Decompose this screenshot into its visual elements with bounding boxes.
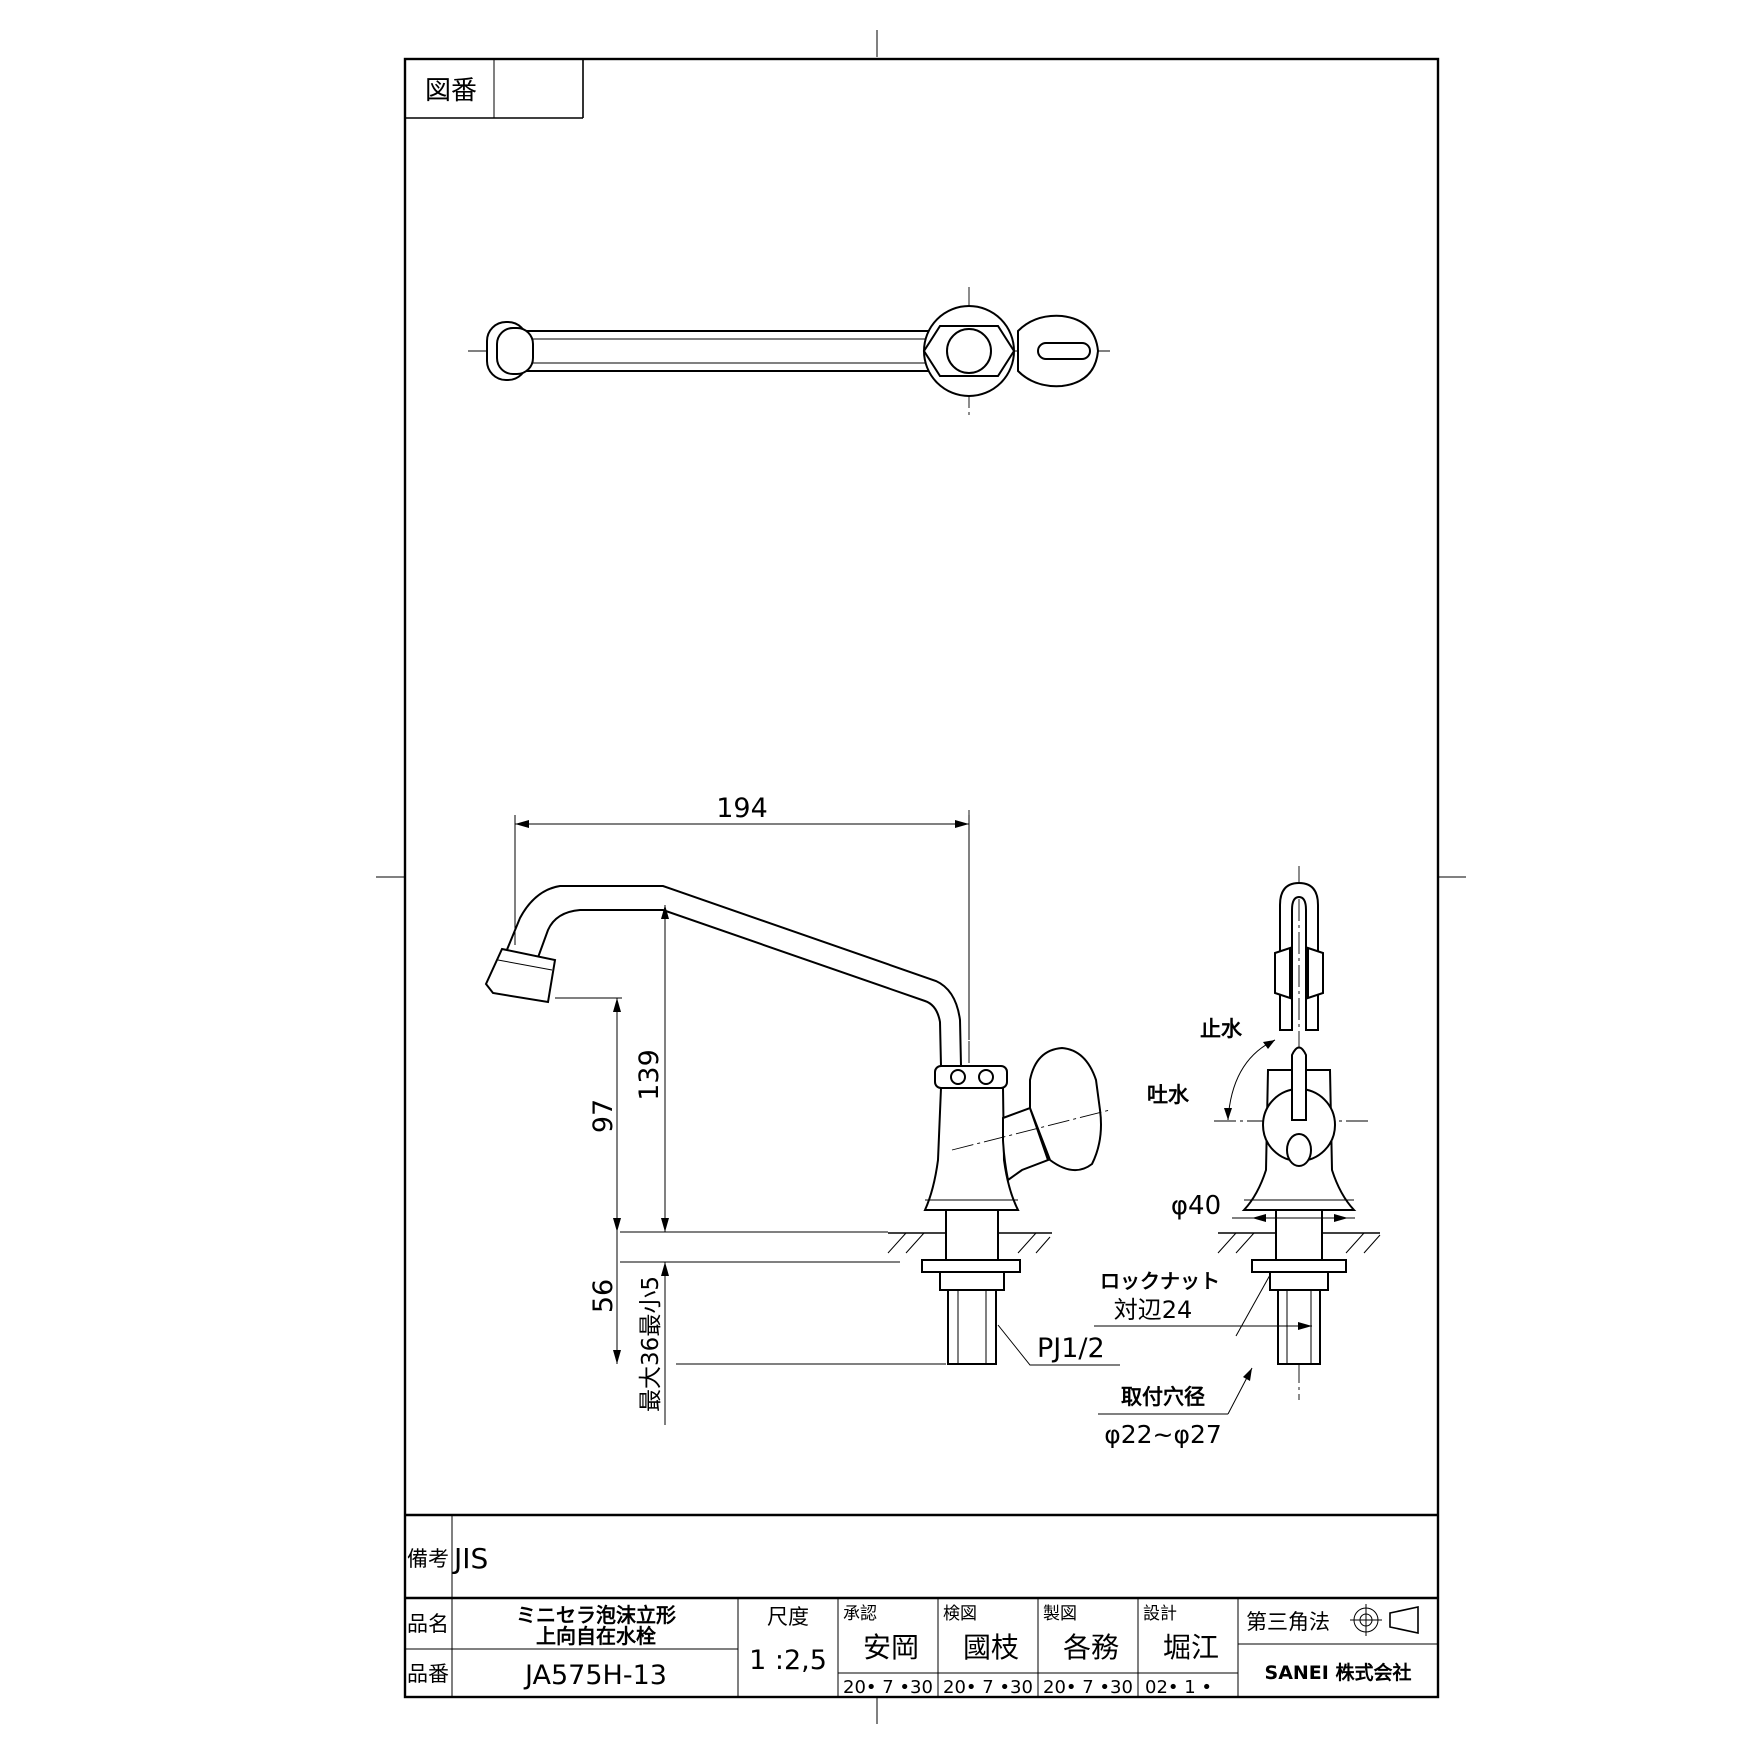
front-view: 194 139 97 56 最大36最小5 PJ1/2 (484, 793, 1120, 1425)
projection-label: 第三角法 (1246, 1610, 1330, 1634)
design-name: 堀江 (1163, 1631, 1219, 1664)
product-number-value: JA575H-13 (523, 1660, 667, 1691)
remarks-label: 備考 (407, 1547, 449, 1571)
top-view (468, 287, 1110, 418)
dim-spout-length: 194 (716, 793, 768, 824)
label-stop-water: 止水 (1200, 1017, 1243, 1041)
label-locknut: ロックナット (1100, 1269, 1220, 1293)
product-number-label: 品番 (407, 1662, 449, 1686)
dim-base-diameter: φ40 (1171, 1191, 1221, 1221)
design-label: 設計 (1143, 1604, 1177, 1624)
approve-label: 承認 (843, 1604, 877, 1624)
dim-thread: PJ1/2 (1037, 1333, 1105, 1364)
dim-counter-thickness: 最大36最小5 (638, 1276, 664, 1412)
check-date: 20• 7 •30 (943, 1677, 1033, 1698)
product-name-line1: ミニセラ泡沫立形 (516, 1603, 676, 1627)
sheet-border (403, 57, 1440, 1699)
product-name-label: 品名 (407, 1612, 449, 1636)
scale-value: 1 :2,5 (749, 1645, 827, 1676)
dim-outlet-height: 97 (588, 1099, 619, 1133)
check-name: 國枝 (963, 1631, 1019, 1664)
scale-label: 尺度 (767, 1605, 809, 1629)
product-name-line2: 上向自在水栓 (536, 1624, 656, 1648)
remarks-value: JIS (452, 1542, 488, 1575)
approve-date: 20• 7 •30 (843, 1677, 933, 1698)
dim-shank-length: 56 (588, 1279, 619, 1313)
dim-mounting-hole: φ22~φ27 (1104, 1420, 1222, 1449)
third-angle-projection-icon (1350, 1604, 1419, 1636)
centering-marks (376, 30, 1466, 1724)
label-mounting-hole: 取付穴径 (1121, 1385, 1205, 1409)
drawing-number-box: 図番 (405, 59, 584, 119)
check-label: 検図 (943, 1604, 977, 1624)
dim-locknut-size: 対辺24 (1114, 1296, 1193, 1324)
design-date: 02• 1 • (1145, 1677, 1212, 1698)
company-name: SANEI 株式会社 (1265, 1661, 1412, 1684)
draft-name: 各務 (1063, 1631, 1119, 1664)
draft-label: 製図 (1043, 1604, 1077, 1624)
label-flow-water: 吐水 (1147, 1083, 1190, 1107)
side-view: 止水 吐水 φ40 ロックナット 対辺24 取付穴径 φ22~φ27 (1094, 866, 1381, 1449)
approve-name: 安岡 (863, 1631, 919, 1664)
dim-total-height: 139 (634, 1049, 665, 1101)
draft-date: 20• 7 •30 (1043, 1677, 1133, 1698)
drawing-number-label: 図番 (425, 76, 477, 106)
title-block: 備考 JIS 品名 ミニセラ泡沫立形 上向自在水栓 品番 JA575H-13 尺… (405, 1513, 1438, 1698)
